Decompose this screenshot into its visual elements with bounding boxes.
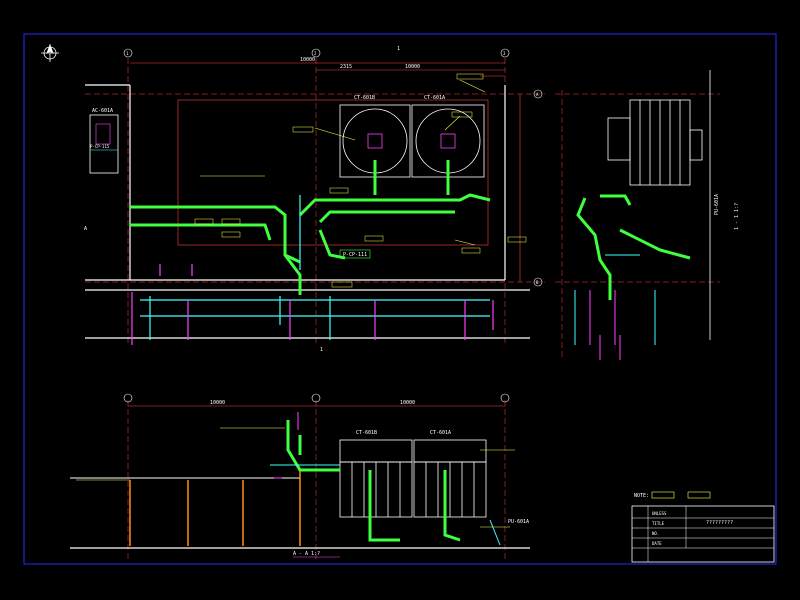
plan-view: 10000 2315 10000 CT-601B CT-601A <box>84 46 545 353</box>
label-pump-elev: PU-601A <box>508 519 529 525</box>
label-ac-unit: AC-601A <box>92 108 113 114</box>
label-ct-right-elev: CT-601A <box>430 430 451 436</box>
elevation-caption: A - A 1:? <box>293 551 320 557</box>
title-block: NOTE: UNLESS TITLE NO. DATE ????????? <box>631 491 775 563</box>
title-block-row-1: UNLESS <box>652 511 667 516</box>
north-arrow-icon <box>41 43 59 62</box>
title-block-row-3: NO. <box>652 531 659 536</box>
section-mark-bottom: 1 <box>320 347 323 353</box>
title-block-row-4: DATE <box>652 541 662 546</box>
cooling-tower-right-elev <box>413 439 487 518</box>
label-ac-unit-sub: P-CP-115 <box>90 144 110 149</box>
section-mark-left: A <box>84 226 87 232</box>
grid-bubble-a: A <box>536 92 539 97</box>
cooling-tower-side <box>607 99 703 186</box>
grid-bubble-b: B <box>536 280 539 285</box>
grid-bubble-3: 3 <box>503 51 506 56</box>
label-ct-left-elev: CT-601B <box>356 430 377 436</box>
title-block-row-2: TITLE <box>652 521 665 526</box>
label-ct-left-plan: CT-601B <box>354 95 375 101</box>
title-block-title: ????????? <box>706 520 733 526</box>
side-view: PU-601A 1 - 1 1:? <box>555 70 740 360</box>
dimension-top-left: 2315 <box>340 64 352 70</box>
dimension-top-right: 10000 <box>405 64 420 70</box>
side-view-caption: 1 - 1 1:? <box>734 203 740 230</box>
grid-bubble-1: 1 <box>126 51 129 56</box>
title-block-legend-label: NOTE: <box>634 493 649 499</box>
label-ct-right-plan: CT-601A <box>424 95 445 101</box>
dimension-elev-left: 10000 <box>210 400 225 406</box>
label-pump-side: PU-601A <box>714 194 720 215</box>
label-pump-plan: P-CP-111 <box>343 252 367 258</box>
section-mark-top: 1 <box>397 46 400 52</box>
drawing-border <box>23 33 777 565</box>
elevation-view: 10000 10000 <box>70 393 530 560</box>
grid-bubble-2: 2 <box>314 51 317 56</box>
cooling-tower-left-elev <box>339 439 413 518</box>
dimension-top-total: 10000 <box>300 57 315 63</box>
ac-unit <box>89 114 119 174</box>
dimension-elev-right: 10000 <box>400 400 415 406</box>
